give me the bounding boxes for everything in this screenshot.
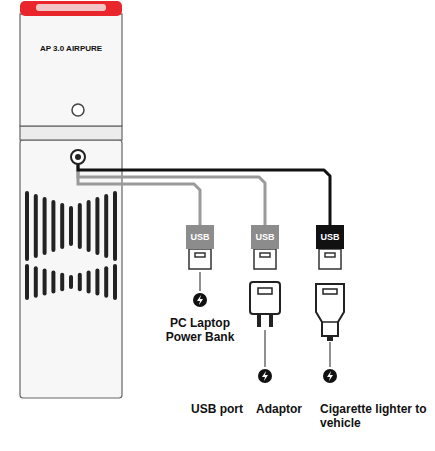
- usb-plug: USB: [186, 225, 214, 249]
- purifier-body: AP 3.0 AIRPURE: [20, 0, 122, 398]
- cable-stub: [78, 163, 122, 177]
- usb-plug: USB: [316, 225, 344, 249]
- usb-label: USB: [251, 225, 279, 249]
- option-label: Cigarette lighter to vehicle: [320, 402, 430, 430]
- wall-adaptor-icon: [250, 282, 280, 327]
- product-name: AP 3.0 AIRPURE: [20, 44, 122, 53]
- car-charger-icon: [316, 284, 344, 341]
- air-vents: [25, 191, 117, 300]
- usb-port: [71, 150, 85, 164]
- usb-cable: [122, 184, 200, 225]
- option-label: Adaptor: [247, 402, 311, 416]
- usb-label: USB: [186, 225, 214, 249]
- usb-plug: USB: [251, 225, 279, 249]
- power-symbol: [258, 369, 272, 383]
- cable-stub: [78, 163, 122, 170]
- red-top-ring: [20, 1, 122, 16]
- purifier-lower-body: [20, 140, 122, 398]
- power-symbol: [323, 369, 337, 383]
- usb-label: USB: [316, 225, 344, 249]
- usb-connectors: [189, 249, 341, 269]
- device-label: PC Laptop Power Bank: [155, 316, 245, 344]
- power-button: [72, 104, 84, 116]
- option-label: USB port: [182, 402, 252, 416]
- usb-cable: [122, 170, 330, 225]
- usb-port-hole: [75, 154, 81, 160]
- cable-stub: [78, 163, 122, 184]
- top-grille: [36, 4, 106, 11]
- purifier-band: [20, 126, 122, 140]
- power-symbol: [193, 293, 207, 307]
- purifier-cap: [20, 14, 122, 126]
- usb-cable: [122, 177, 265, 225]
